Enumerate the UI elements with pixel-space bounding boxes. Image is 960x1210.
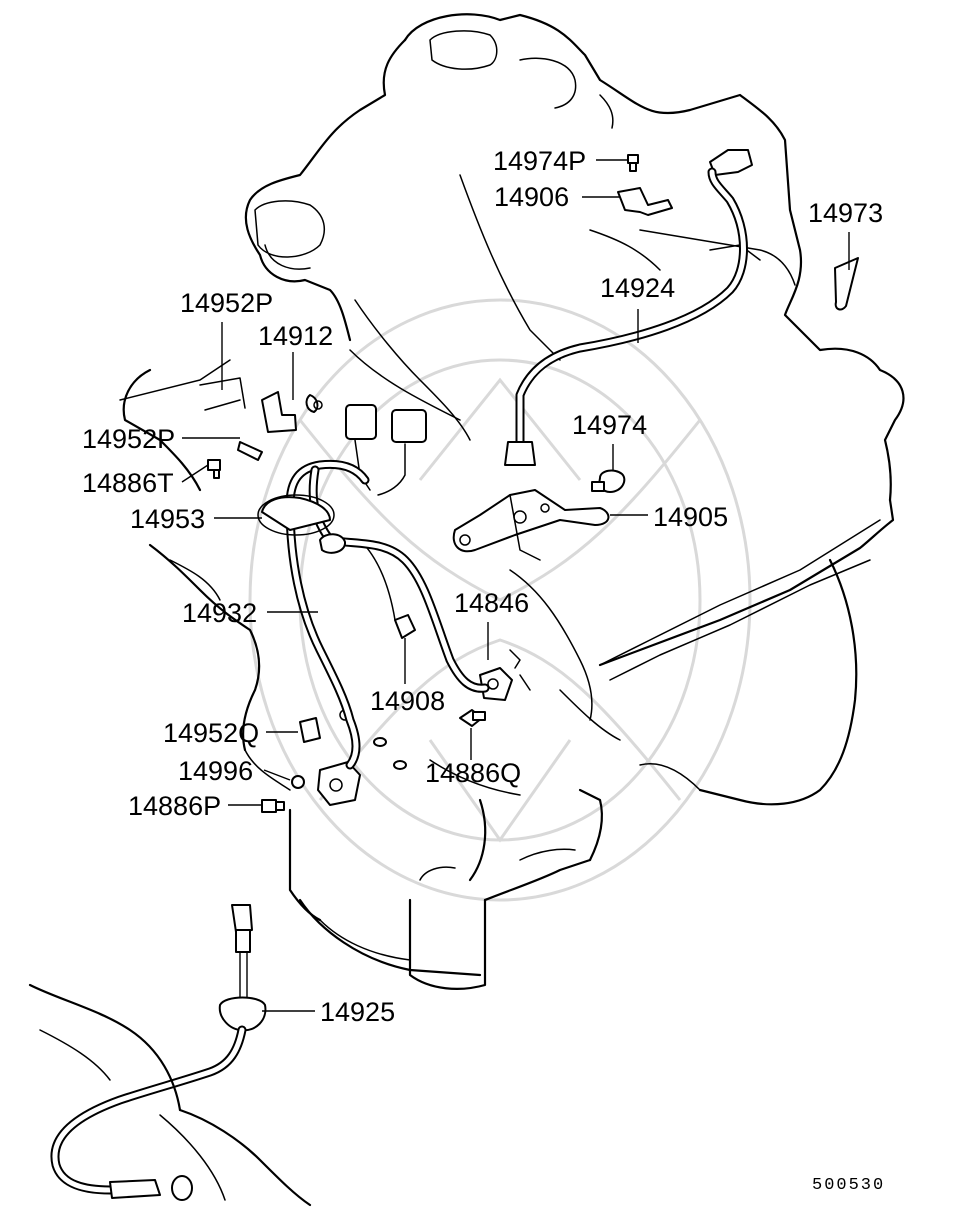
- callout-14886P: 14886P: [128, 791, 221, 821]
- callout-14912: 14912: [258, 321, 333, 351]
- callout-14924: 14924: [600, 273, 675, 303]
- clip-14952P-part: [199, 377, 263, 461]
- clip-14908-part: [394, 614, 416, 639]
- callout-14905: 14905: [653, 502, 728, 532]
- harness-14924: [504, 167, 748, 466]
- leader-lines: [181, 159, 850, 1012]
- sensor-14974-part: [591, 469, 626, 493]
- callout-14908: 14908: [370, 686, 445, 716]
- harness-14932: [257, 459, 490, 770]
- callout-14973: 14973: [808, 198, 883, 228]
- transmission-outline: [28, 983, 312, 1207]
- bracket-14905-part: [452, 489, 610, 561]
- callout-14906: 14906: [494, 182, 569, 212]
- bolt-14974P-part: [627, 154, 639, 172]
- callout-14952P-upper: 14952P: [180, 288, 273, 318]
- bracket-14912-part: [261, 391, 319, 433]
- callout-14925: 14925: [320, 997, 395, 1027]
- callout-14952Q: 14952Q: [163, 718, 259, 748]
- callout-labels: 14974P 14906 14973 14924 14952P 14912 14…: [82, 146, 883, 1027]
- sensor-14846-part: [479, 649, 531, 701]
- watermark-emblem: [248, 298, 752, 902]
- bolt-14886P-part: [261, 799, 285, 813]
- callout-14886Q: 14886Q: [425, 758, 521, 788]
- sensor-14996-part: [291, 761, 361, 806]
- clip-14952Q-part: [299, 717, 321, 743]
- engine-block-outline: [119, 13, 905, 990]
- connectors-upper-part: [345, 404, 427, 496]
- callout-14974: 14974: [572, 410, 647, 440]
- callout-14996: 14996: [178, 756, 253, 786]
- callout-14952P-lower: 14952P: [82, 424, 175, 454]
- clip-14906-part: [617, 187, 673, 216]
- diagram-code: 500530: [812, 1176, 885, 1195]
- bolt-14886Q-part: [459, 709, 486, 727]
- bolt-14886T-part: [207, 459, 221, 479]
- callout-14953: 14953: [130, 504, 205, 534]
- harness-14925: [50, 904, 267, 1201]
- callout-14932: 14932: [182, 598, 257, 628]
- callout-14974P: 14974P: [493, 146, 586, 176]
- sensor-14973-part: [709, 149, 859, 311]
- callout-14886T: 14886T: [82, 468, 174, 498]
- callout-14846: 14846: [454, 588, 529, 618]
